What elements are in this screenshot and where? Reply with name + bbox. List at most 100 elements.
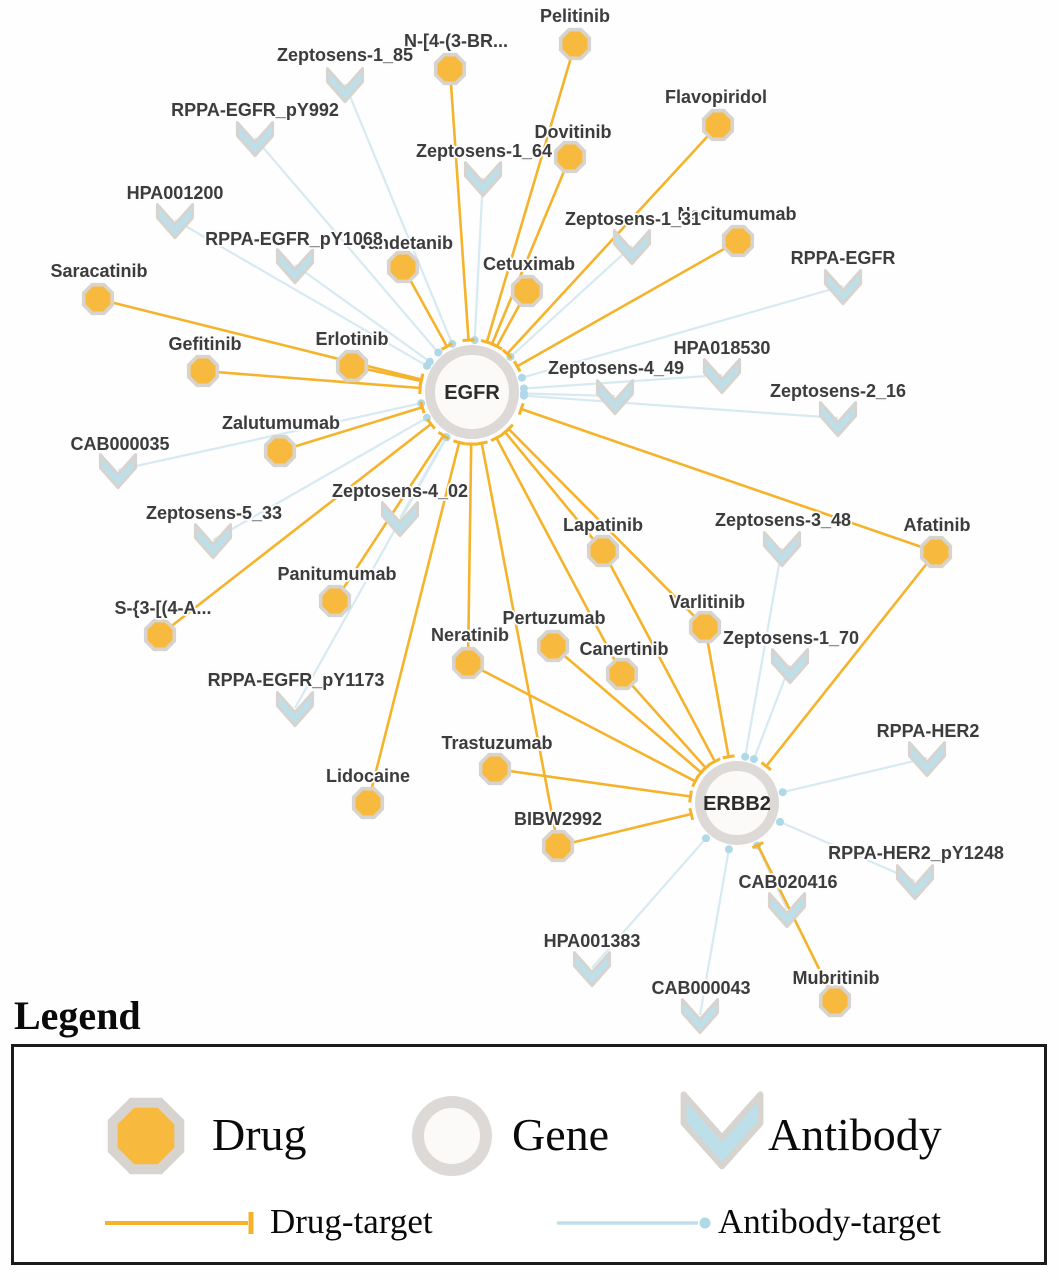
legend-antibody-label: Antibody [768,1109,942,1160]
edges-layer [97,43,938,1016]
drug-node-s-3-4-a [143,618,177,652]
antibody-node-rppa-egfr [823,269,863,306]
label-panitumumab: Panitumumab [277,564,396,584]
antibody-edge-rppa-egfr-py1068-egfr [294,264,434,366]
label-cab020416: CAB020416 [738,872,837,892]
drug-edge-zalutumumab-egfr [279,401,426,453]
label-canertinib: Canertinib [579,639,668,659]
label-zalutumumab: Zalutumumab [222,413,340,433]
drug-edge-afatinib-egfr [517,402,937,554]
antibody-node-zeptosens-5-33 [193,523,233,560]
drug-node-trastuzumab [478,752,512,786]
drug-edge-flavopiridol-egfr [501,124,719,359]
antibody-node-zeptosens-1-64 [463,161,503,198]
drug-node-pertuzumab [536,629,570,663]
label-necitumumab: Necitumumab [677,204,796,224]
label-varlitinib: Varlitinib [669,592,745,612]
label-egfr: EGFR [444,382,500,404]
antibody-edge-cab000043-erbb2 [698,845,733,1016]
label-dovitinib: Dovitinib [535,122,612,142]
drug-node-zalutumumab [263,434,297,468]
drug-node-n-4-3-br [433,52,467,86]
drug-node-bibw2992 [541,829,575,863]
label-s-3-4-a: S-{3-[(4-A... [114,598,211,618]
label-hpa001200: HPA001200 [127,183,224,203]
label-rppa-egfr: RPPA-EGFR [791,248,896,268]
legend-gene-label: Gene [512,1109,610,1160]
antibody-edge-cab000035-egfr [117,399,426,472]
label-zeptosens-1-70: Zeptosens-1_70 [723,628,859,648]
drug-edge-neratinib-egfr [465,442,478,664]
label-rppa-her2: RPPA-HER2 [877,721,980,741]
label-rppa-egfr-py1173: RPPA-EGFR_pY1173 [208,670,385,690]
label-lapatinib: Lapatinib [563,515,643,535]
legend-drug-label: Drug [212,1109,307,1160]
label-erlotinib: Erlotinib [316,329,389,349]
label-rppa-egfr-py992: RPPA-EGFR_pY992 [171,100,339,120]
label-zeptosens-4-02: Zeptosens-4_02 [332,481,468,501]
antibody-node-cab000043 [680,998,720,1035]
antibody-edge-rppa-egfr-egfr [518,284,844,382]
antibody-edge-hpa001200-egfr [174,219,431,370]
label-saracatinib: Saracatinib [50,261,147,281]
antibody-edge-rppa-egfr-py992-egfr [254,137,443,357]
drug-target-edge-icon [105,1212,254,1234]
label-rppa-egfr-py1068: RPPA-EGFR_pY1068 [205,229,383,249]
antibody-node-rppa-egfr-py1068 [275,248,315,285]
drug-edge-pertuzumab-erbb2 [552,645,707,779]
label-flavopiridol: Flavopiridol [665,87,767,107]
antibody-node-rppa-her2-py1248 [895,864,935,901]
drug-edge-lapatinib-egfr [499,427,605,552]
antibody-edge-hpa018530-egfr [519,373,723,393]
drug-node-lidocaine [351,786,385,820]
legend-box [11,1044,1047,1265]
gene-icon [412,1096,492,1176]
antibody-edge-rppa-her2-py1248-erbb2 [776,817,916,883]
antibody-node-zeptosens-3-48 [762,531,802,568]
antibody-node-zeptosens-4-49 [595,379,635,416]
antibody-target-edge-icon [557,1217,711,1229]
drug-node-lapatinib [586,534,620,568]
antibody-node-hpa001200 [155,203,195,240]
drug-node-cetuximab [510,274,544,308]
drug-node-mubritinib [818,984,852,1018]
label-afatinib: Afatinib [904,515,971,535]
drug-node-canertinib [605,657,639,691]
antibody-edge-zeptosens-1-85-egfr [343,83,457,348]
antibody-node-zeptosens-4-02 [380,501,420,538]
label-zeptosens-1-31: Zeptosens-1_31 [565,209,701,229]
drug-edge-s-3-4-a-egfr [159,418,436,637]
label-hpa018530: HPA018530 [674,338,771,358]
drug-node-vandetanib [386,250,420,284]
drug-edge-trastuzumab-erbb2 [494,767,693,803]
antibody-edge-zeptosens-1-31-egfr [506,245,633,361]
drug-node-erlotinib [335,349,369,383]
legend-drug-target-label: Drug-target [270,1202,433,1241]
drug-node-afatinib [919,535,953,569]
label-zeptosens-2-16: Zeptosens-2_16 [770,381,906,401]
gene-node-egfr [425,345,519,439]
label-bibw2992: BIBW2992 [514,809,602,829]
antibody-edge-rppa-her2-erbb2 [778,756,928,797]
nodes-layer [81,27,953,1035]
drug-edge-neratinib-erbb2 [467,661,700,788]
drug-edge-bibw2992-egfr [475,440,560,847]
antibody-node-hpa018530 [702,358,742,395]
label-gefitinib: Gefitinib [169,334,242,354]
drug-edge-gefitinib-egfr [202,369,423,395]
drug-edge-pelitinib-egfr [480,43,577,346]
drug-edge-lapatinib-erbb2 [601,550,721,766]
labels-layer: PelitinibN-[4-(3-BR...DovitinibFlavopiri… [49,4,1006,1000]
drug-edge-necitumumab-egfr [512,239,739,373]
drug-edge-canertinib-erbb2 [621,673,712,774]
label-trastuzumab: Trastuzumab [441,733,552,753]
antibody-node-zeptosens-2-16 [818,401,858,438]
antibody-node-rppa-egfr-py1173 [275,691,315,728]
label-zeptosens-1-85: Zeptosens-1_85 [277,45,413,65]
label-hpa001383: HPA001383 [544,931,641,951]
drug-node-varlitinib [688,610,722,644]
drug-node-gefitinib [186,354,220,388]
antibody-node-cab020416 [767,892,807,929]
drug-node-panitumumab [318,584,352,618]
drug-edge-dovitinib-egfr [485,156,572,348]
